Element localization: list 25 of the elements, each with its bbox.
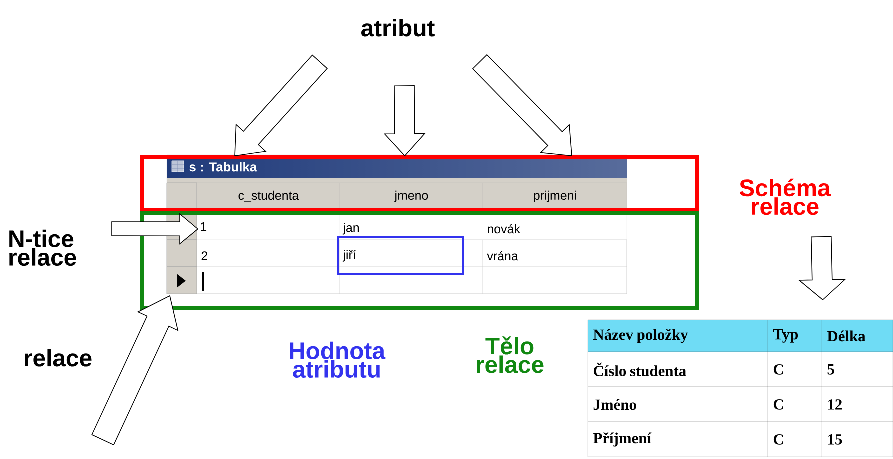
block-arrow [798,236,846,301]
table-cell: C [768,386,822,422]
annotation-label: atribut [362,19,435,37]
table-cell: C [768,352,822,388]
block-arrow [112,213,199,245]
table-cell: 1 [197,212,340,240]
table-cell: 15 [822,422,893,458]
table-cell: jan [342,223,359,235]
table-cell: 12 [822,386,893,422]
column-header: prijmeni [483,182,628,210]
table-cell: Typ [768,320,822,352]
column-header: jmeno [340,182,484,210]
table-cell: 2 [202,252,208,260]
annotation-label: Hodnota atributu [290,342,386,378]
table-cell: vrána [487,251,518,261]
annotation-label: Schéma relace [740,178,831,216]
table-cell: C [768,422,822,458]
table-cell: Délka [822,320,893,352]
block-arrow [234,54,328,156]
annotation-label: relace [25,349,92,367]
table-cell: jiří [342,250,356,262]
table-cell: 5 [822,352,893,388]
annotation-label: N-tice relace [10,230,76,266]
table-cell: novák [488,224,520,234]
annotation-label: Tělo relace [477,336,544,374]
